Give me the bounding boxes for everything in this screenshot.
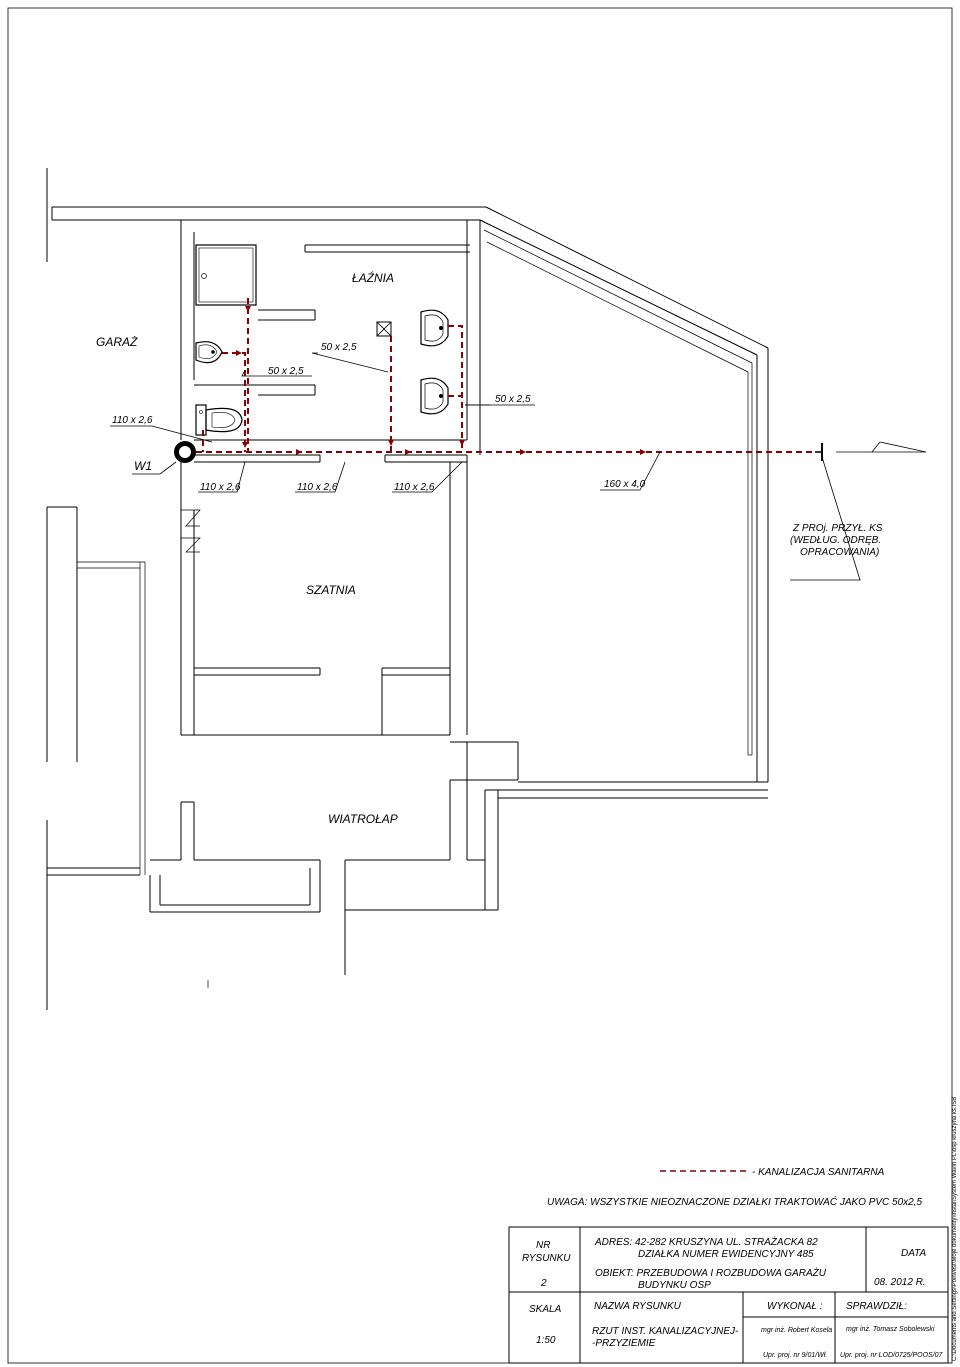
tb-sprawdzil-label: SPRAWDZIŁ:	[846, 1301, 907, 1312]
pipe-label: 50 x 2,5	[321, 342, 357, 353]
tb-sprawdzil-upr: Upr. proj. nr LOD/0725/POOS/07	[840, 1352, 944, 1359]
pipe-label: 160 x 4,0	[604, 479, 646, 490]
sanitary-pipes	[196, 298, 823, 461]
room-label-lazna: ŁAŹNIA	[352, 270, 394, 285]
tb-adres: DZIAŁKA NUMER EWIDENCYJNY 485	[638, 1249, 814, 1260]
pipe-label: 110 x 2,6	[112, 415, 153, 426]
tb-adres: ADRES: 42-282 KRUSZYNA UL. STRAŻACKA 82	[594, 1236, 818, 1248]
tb-obiekt: OBIEKT: PRZEBUDOWA I ROZBUDOWA GARAŻU	[595, 1267, 827, 1279]
tb-wykonal-label: WYKONAŁ :	[767, 1301, 823, 1312]
pipe-label: 50 x 2,5	[495, 394, 531, 405]
room-label-garaz: GARAŻ	[96, 335, 138, 349]
tb-wykonal-name: mgr inż. Robert Kosela	[761, 1327, 832, 1334]
tb-nr-label: NR	[536, 1240, 550, 1251]
room-label-wiatrolap: WIATROŁAP	[328, 812, 398, 826]
legend-label: - KANALIZACJA SANITARNA	[752, 1167, 885, 1178]
pipe-label: 110 x 2,6	[394, 482, 435, 493]
tb-data-label: DATA	[901, 1248, 927, 1259]
title-block	[508, 1226, 949, 1364]
toilet	[195, 404, 243, 436]
pipe-label: 50 x 2,5	[268, 366, 304, 377]
shower-tray	[195, 244, 257, 306]
pipe-label: 110 x 2,6	[297, 482, 338, 493]
pipe-label: 110 x 2,6	[200, 482, 241, 493]
walls	[46, 168, 769, 1010]
fixtures	[174, 244, 449, 463]
tb-wykonal-upr: Upr. proj. nr 9/01/Wł.	[763, 1352, 827, 1359]
sheet-frame	[7, 7, 953, 1364]
manhole-label: W1	[134, 459, 152, 473]
tb-skala-label: SKALA	[529, 1304, 562, 1315]
connection-note: Z PROj. PRZYŁ. KS	[792, 523, 883, 534]
tb-nazwa: RZUT INST. KANALIZACYJNEJ-	[592, 1326, 739, 1337]
tb-nazwa: -PRZYZIEMIE	[592, 1338, 656, 1349]
tb-nr-value: 2	[540, 1278, 547, 1289]
tb-data-value: 08. 2012 R.	[874, 1277, 926, 1288]
dimension-leaders	[110, 352, 927, 581]
floor-drain	[376, 321, 392, 337]
washbasin-upper	[420, 309, 449, 347]
connection-note: (WEDŁUG. ODRĘB.	[790, 535, 881, 546]
urinal	[195, 341, 223, 364]
connection-note: OPRACOWANIA)	[800, 547, 879, 558]
tb-skala-value: 1:50	[536, 1335, 556, 1346]
file-path: C:\Documents and Settings\Poinvest\Moje …	[952, 1097, 958, 1361]
tb-sprawdzil-name: mgr inż. Tomasz Sobolewski	[846, 1326, 935, 1333]
washbasin-lower	[420, 377, 449, 415]
tb-obiekt: BUDYNKU OSP	[638, 1280, 711, 1291]
general-note: UWAGA: WSZYSTKIE NIEOZNACZONE DZIAŁKI TR…	[547, 1195, 923, 1208]
manhole-w1	[174, 441, 196, 463]
room-label-szatnia: SZATNIA	[306, 583, 356, 597]
tb-nr-label: RYSUNKU	[522, 1253, 571, 1264]
tb-nazwa-label: NAZWA RYSUNKU	[594, 1301, 682, 1312]
